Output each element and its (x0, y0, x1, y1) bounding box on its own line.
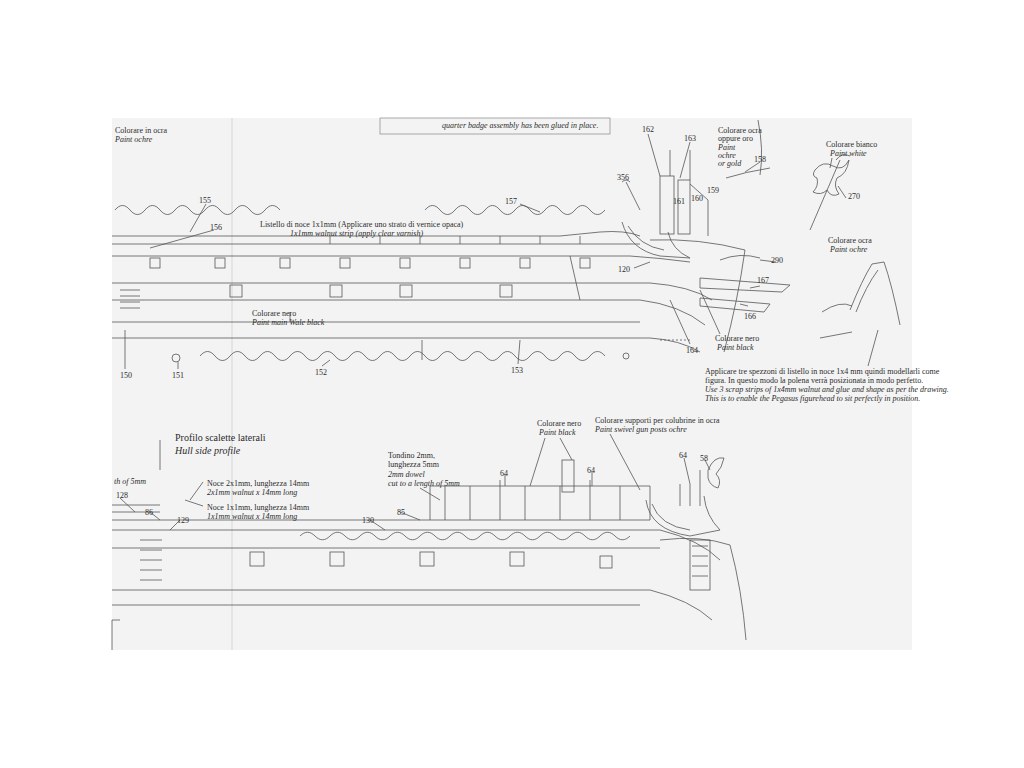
annotation-text: Colorare in ocra (115, 126, 167, 135)
callout-number: 166 (744, 312, 756, 321)
callout-number: 64 (679, 451, 687, 460)
callout-number: 129 (177, 516, 189, 525)
annotation-text: Profilo scalette laterali (175, 432, 266, 443)
annotation-text: Paint black (539, 428, 576, 437)
annotation-text: 1x1mm walnut x 14mm long (207, 512, 297, 521)
annotation-text: Paint white (830, 149, 867, 158)
callout-number: 163 (684, 134, 696, 143)
callout-number: 152 (315, 368, 327, 377)
annotation-text: th of 5mm (114, 477, 146, 486)
annotation-text: Tondino 2mm, (388, 451, 435, 460)
callout-number: 120 (618, 265, 630, 274)
callout-number: 150 (120, 371, 132, 380)
callout-number: 86 (145, 508, 153, 517)
annotation-text: 2x1mm walnut x 14mm long (207, 488, 297, 497)
annotation-text: Colorare supporti per colubrine in ocra (595, 416, 720, 425)
callout-number: 161 (673, 197, 685, 206)
callout-number: 156 (210, 223, 222, 232)
callout-number: 159 (707, 186, 719, 195)
callout-number: 130 (362, 516, 374, 525)
annotation-text: Paint swivel gun posts ochre (595, 425, 687, 434)
annotation-text: Colorare ocra (718, 126, 762, 135)
annotation-text: or gold (718, 159, 741, 168)
annotation-text: Noce 1x1mm, lunghezza 14mm (207, 503, 309, 512)
callout-number: 270 (848, 192, 860, 201)
annotation-text: Paint (718, 143, 735, 152)
callout-number: 155 (199, 196, 211, 205)
callout-number: 164 (686, 346, 698, 355)
callout-number: 153 (511, 366, 523, 375)
annotation-text: 1x1mm walnut strip (apply clear varnish) (290, 229, 423, 238)
annotation-text: Hull side profile (175, 445, 240, 456)
annotation-text: Paint black (717, 343, 754, 352)
annotation-text: ochre (718, 151, 736, 160)
callout-number: 290 (771, 256, 783, 265)
callout-number: 151 (172, 371, 184, 380)
callout-number: 162 (642, 125, 654, 134)
annotation-text: Colorare bianco (826, 140, 877, 149)
annotation-text: quarter badge assembly has been glued in… (442, 121, 598, 130)
annotation-text: cut to a length of 5mm (388, 479, 460, 488)
callout-number: 128 (116, 491, 128, 500)
callout-number: 160 (691, 194, 703, 203)
callout-number: 158 (754, 155, 766, 164)
annotation-text: lunghezza 5mm (388, 460, 439, 469)
callout-number: 85 (397, 508, 405, 517)
annotation-text: This is to enable the Pegasus figurehead… (705, 394, 920, 403)
annotation-text: Colorare nero (715, 334, 759, 343)
annotation-text: Applicare tre spezzoni di listello in no… (705, 367, 939, 376)
annotation-text: Colorare nero (252, 309, 296, 318)
annotation-text: oppure oro (718, 134, 753, 143)
callout-number: 157 (505, 197, 517, 206)
callout-number: 356 (617, 173, 629, 182)
annotation-text: figura. In questo modo la polena verrà p… (705, 376, 923, 385)
annotation-text: Colorare nero (537, 419, 581, 428)
annotation-text: Listello di noce 1x1mm (Applicare uno st… (260, 220, 463, 229)
annotation-text: Paint ochre (115, 135, 152, 144)
annotation-text: Paint main Wale black (252, 318, 324, 327)
annotation-text: Colorare ocra (828, 236, 872, 245)
callout-number: 58 (700, 454, 708, 463)
callout-number: 64 (587, 466, 595, 475)
annotation-text: Paint ochre (830, 245, 867, 254)
annotation-text: Use 3 scrap strips of 1x4mm walnut and g… (705, 385, 949, 394)
annotation-text: Noce 2x1mm, lunghezza 14mm (207, 479, 309, 488)
callout-number: 64 (500, 469, 508, 478)
annotation-text: 2mm dowel (388, 470, 425, 479)
callout-number: 167 (757, 276, 769, 285)
